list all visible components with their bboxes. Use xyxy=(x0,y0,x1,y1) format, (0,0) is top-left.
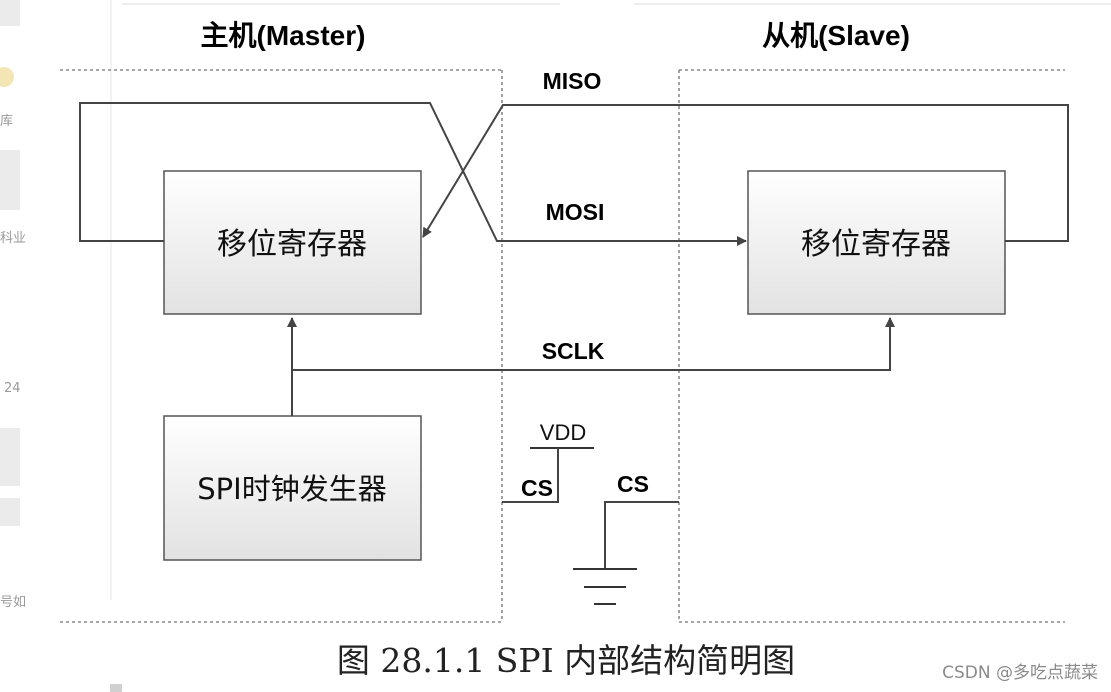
left-page-strip: 库 科业 24 号如 xyxy=(0,0,122,692)
strip-fragment-1: 库 xyxy=(0,113,13,129)
strip-block xyxy=(0,150,20,210)
master-cs-pullup: VDD CS xyxy=(502,420,594,503)
mosi-label: MOSI xyxy=(546,199,605,225)
slave-cs-ground: CS xyxy=(573,471,679,605)
miso-line xyxy=(422,104,1069,242)
master-shift-register-label: 移位寄存器 xyxy=(217,227,367,262)
master-shift-register-box xyxy=(163,170,422,315)
master-cs-wire xyxy=(502,448,559,503)
strip-block xyxy=(0,498,20,526)
slave-shift-register: 移位寄存器 xyxy=(747,170,1006,315)
strip-block xyxy=(110,684,122,692)
master-shift-register: 移位寄存器 xyxy=(163,170,422,315)
clock-generator-label: SPI时钟发生器 xyxy=(197,472,386,506)
figure-caption: 图 28.1.1 SPI 内部结构简明图 xyxy=(337,641,795,680)
slave-shift-register-box xyxy=(747,170,1006,315)
mosi-line xyxy=(79,102,747,246)
master-title: 主机(Master) xyxy=(201,20,366,51)
csdn-watermark: CSDN @多吃点蔬菜 xyxy=(942,663,1098,683)
spi-clock-generator: SPI时钟发生器 xyxy=(163,415,422,561)
strip-avatar xyxy=(0,67,14,87)
slave-boundary xyxy=(678,69,1065,623)
strip-block xyxy=(0,0,20,26)
strip-fragment-4: 号如 xyxy=(0,594,26,610)
vdd-label: VDD xyxy=(540,420,586,445)
miso-label: MISO xyxy=(543,68,602,94)
slave-cs-wire xyxy=(604,501,679,568)
master-cs-label: CS xyxy=(521,475,553,501)
clock-generator-box xyxy=(163,415,422,561)
slave-title: 从机(Slave) xyxy=(762,20,910,51)
strip-fragment-2: 科业 xyxy=(0,231,26,246)
sclk-line xyxy=(292,317,895,371)
slave-cs-label: CS xyxy=(617,471,649,497)
master-boundary xyxy=(60,69,503,623)
sclk-label: SCLK xyxy=(542,338,605,364)
strip-fragment-3: 24 xyxy=(4,381,21,396)
strip-block xyxy=(0,428,20,486)
slave-shift-register-label: 移位寄存器 xyxy=(801,227,951,262)
